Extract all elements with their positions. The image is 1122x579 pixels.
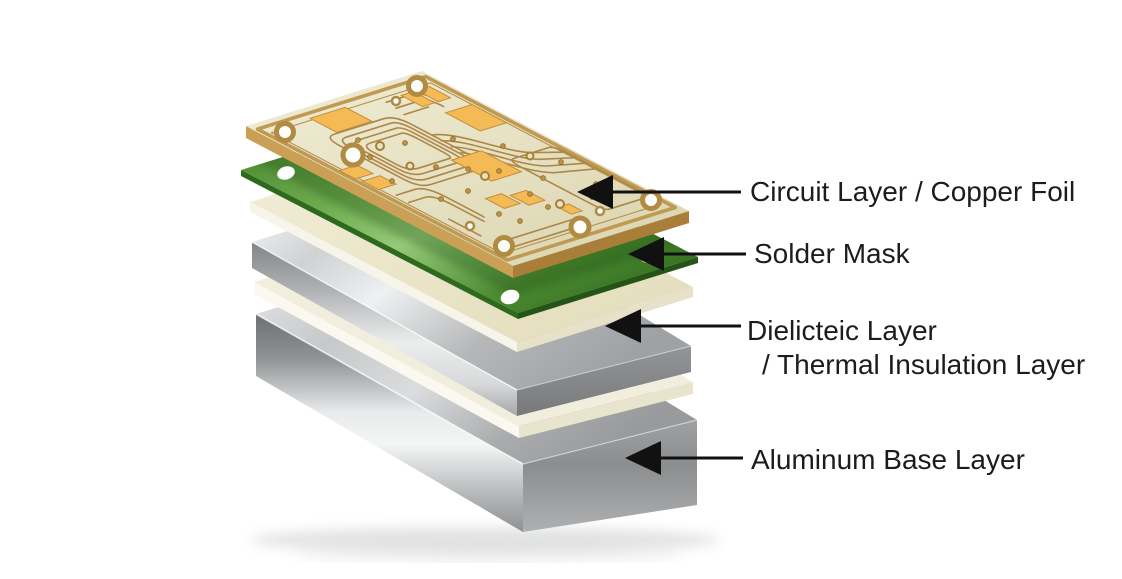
lower-dielectric-front-left-face (254, 282, 519, 438)
aluminum-arrowhead-icon (625, 441, 661, 475)
aluminum-base-label: Aluminum Base Layer (751, 444, 1025, 475)
dielectric-arrowhead-icon (605, 309, 641, 343)
upper-dielectric-front-left-face (250, 202, 517, 352)
mounting-holes (274, 75, 662, 257)
metal-plate-front-left-face (252, 242, 517, 416)
annotation-dielectric-layer: Dielicteic Layer / Thermal Insulation La… (605, 309, 1085, 380)
metal-plate-front-right-face (517, 346, 691, 416)
annotation-solder-mask: Solder Mask (628, 237, 911, 271)
solder-mask-label: Solder Mask (754, 238, 911, 269)
circuit-layer-label: Circuit Layer / Copper Foil (750, 176, 1075, 207)
solder-mask-front-left-face (241, 170, 518, 319)
board-front-left-edge (246, 126, 513, 278)
dielectric-layer-label-line1: Dielicteic Layer (747, 315, 937, 346)
circuit-arrowhead-icon (577, 175, 613, 209)
diagram-canvas: Circuit Layer / Copper Foil Solder Mask … (40, 16, 1122, 563)
annotation-circuit-layer: Circuit Layer / Copper Foil (577, 175, 1075, 209)
circuit-board-graphic (246, 71, 689, 278)
annotation-aluminum-base: Aluminum Base Layer (625, 441, 1025, 475)
via-dots (345, 136, 599, 224)
pcb-structure-diagram: Circuit Layer / Copper Foil Solder Mask … (40, 16, 1122, 563)
dielectric-layer-label-line2: / Thermal Insulation Layer (762, 349, 1085, 380)
floor-reflection (250, 527, 720, 563)
upper-dielectric-front-right-face (517, 287, 693, 352)
lower-dielectric-front-right-face (519, 382, 693, 438)
gold-pads (266, 81, 640, 243)
board-front-right-edge (513, 211, 689, 278)
solder-mask-front-right-face (518, 257, 698, 319)
base-front-left-face (256, 314, 523, 532)
solder-mask-arrowhead-icon (628, 237, 664, 271)
